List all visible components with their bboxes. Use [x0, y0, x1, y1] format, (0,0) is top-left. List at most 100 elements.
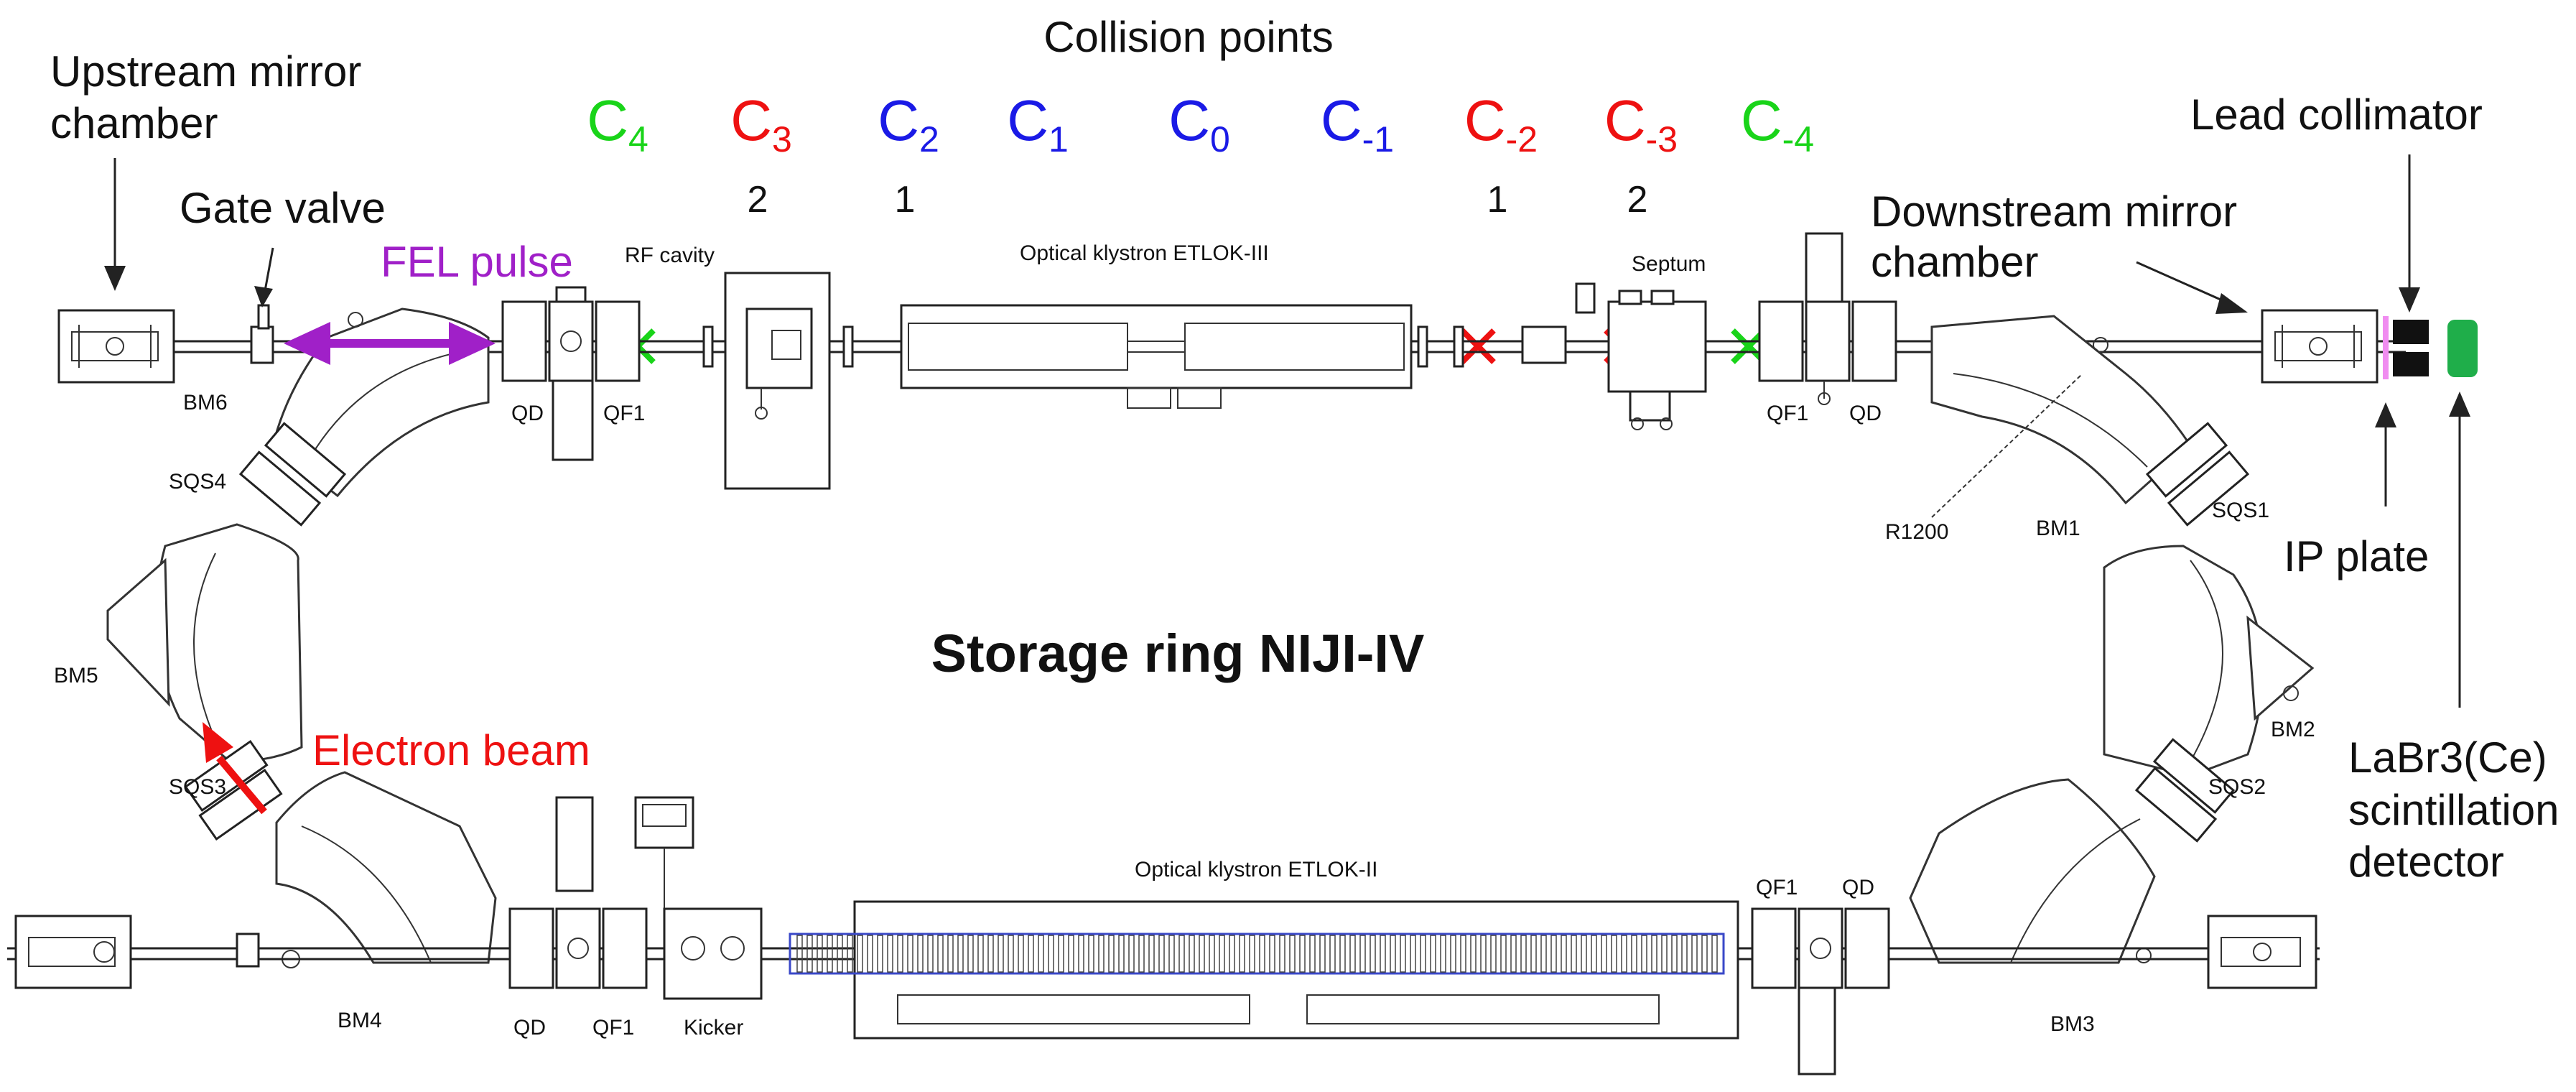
collision-point-label-6: C-2	[1464, 88, 1538, 159]
collision-point-base: C	[878, 88, 919, 152]
qf1-bottom-left-label: QF1	[592, 1016, 634, 1040]
gate-valve	[250, 304, 274, 364]
detector-label-2: scintillation	[2348, 786, 2559, 834]
sqs4-magnet	[238, 422, 347, 527]
septum-label: Septum	[1632, 252, 1706, 276]
fel-pulse-arrow	[284, 322, 496, 365]
optical-klystron-etlok-iii	[900, 304, 1413, 409]
sqs3-magnet	[184, 739, 283, 841]
sqs3-label: SQS3	[169, 775, 226, 799]
qf1-top-left-label: QF1	[603, 402, 645, 425]
collision-point-base: C	[1007, 88, 1048, 152]
electron-beam-label: Electron beam	[312, 726, 590, 774]
collision-point-subscript: 1	[1048, 119, 1069, 159]
collision-point-base: C	[1168, 88, 1210, 152]
flange-1	[702, 325, 714, 368]
collision-point-label-8: C-4	[1741, 88, 1814, 159]
collision-point-subscript: -1	[1362, 119, 1394, 159]
upstream-mirror-arrow	[104, 158, 126, 291]
ip-plate-arrow	[2375, 402, 2396, 506]
detector-label-1: LaBr3(Ce)	[2348, 734, 2547, 782]
bm5-label: BM5	[54, 664, 98, 688]
qf1-bottom-right-label: QF1	[1756, 876, 1798, 899]
collision-point-base: C	[1604, 88, 1646, 152]
collision-point-label-1: C3	[730, 88, 792, 159]
qd-top-right-label: QD	[1849, 402, 1882, 425]
bm4-magnet	[275, 771, 497, 968]
flange-4	[1453, 325, 1464, 368]
r1200-leader	[1931, 373, 2083, 518]
bm2-magnet	[2103, 545, 2315, 777]
collision-point-number-6: 1	[1487, 179, 1508, 221]
qd-bottom-left-label: QD	[513, 1016, 546, 1040]
lead-collimator-upper	[2393, 320, 2429, 344]
collision-point-number-1: 2	[748, 179, 768, 221]
collision-point-base: C	[1464, 88, 1506, 152]
optical-klystron-etlok-iii-label: Optical klystron ETLOK-III	[1020, 241, 1269, 265]
downstream-mirror-chamber	[2261, 309, 2379, 384]
quad-qd-qf1-top-left	[501, 286, 641, 461]
kicker	[634, 796, 763, 1000]
sqs1-magnet	[2145, 422, 2250, 527]
downstream-mirror-arrow	[2136, 261, 2248, 314]
rf-cavity-label: RF cavity	[625, 244, 715, 267]
detector-arrow	[2449, 392, 2470, 708]
bottom-left-valve	[236, 933, 260, 968]
collision-point-label-2: C2	[878, 88, 939, 159]
collision-marker-6	[1460, 328, 1496, 364]
kicker-label: Kicker	[684, 1016, 743, 1040]
r1200-label: R1200	[1885, 520, 1948, 544]
optical-klystron-etlok-ii-label: Optical klystron ETLOK-II	[1135, 858, 1377, 882]
collision-point-subscript: 2	[919, 119, 939, 159]
electron-beam-arrow	[203, 722, 267, 815]
labr3-detector	[2447, 320, 2478, 377]
collision-point-base: C	[730, 88, 772, 152]
bm3-magnet	[1909, 778, 2156, 964]
bm2-label: BM2	[2271, 718, 2315, 741]
bm1-label: BM1	[2036, 517, 2080, 540]
collision-points-heading: Collision points	[1043, 13, 1334, 61]
collision-point-base: C	[587, 88, 628, 152]
fel-pulse-label: FEL pulse	[381, 238, 573, 286]
qd-top-left-label: QD	[511, 402, 544, 425]
flange-2	[842, 325, 854, 368]
bm3-label: BM3	[2050, 1012, 2095, 1036]
bm5-magnet	[106, 523, 303, 763]
quad-qd-qf1-bottom-left	[508, 796, 648, 989]
bottom-right-chamber	[2207, 915, 2317, 989]
sqs1-label: SQS1	[2212, 499, 2269, 522]
storage-ring-title: Storage ring NIJI-IV	[931, 624, 1425, 683]
collision-point-number-2: 1	[895, 179, 916, 221]
flange-5	[1521, 325, 1567, 364]
downstream-mirror-label-2: chamber	[1871, 238, 2038, 286]
sqs4-label: SQS4	[169, 470, 226, 494]
bm1-magnet	[1930, 315, 2192, 505]
flange-3	[1417, 325, 1428, 368]
upstream-mirror-label-1: Upstream mirror	[50, 47, 361, 96]
gate-valve-label: Gate valve	[180, 184, 386, 232]
collision-point-base: C	[1321, 88, 1362, 152]
collision-point-subscript: -3	[1646, 119, 1678, 159]
collision-point-label-5: C-1	[1321, 88, 1394, 159]
collision-point-subscript: -2	[1506, 119, 1538, 159]
lead-collimator-label: Lead collimator	[2190, 91, 2483, 139]
lead-collimator-arrow	[2399, 154, 2420, 313]
collision-point-subscript: 4	[628, 119, 648, 159]
sqs2-label: SQS2	[2208, 775, 2266, 799]
collision-point-subscript: 0	[1210, 119, 1230, 159]
lead-collimator-lower	[2393, 352, 2429, 376]
collision-point-base: C	[1741, 88, 1782, 152]
sqs2-magnet	[2134, 738, 2236, 843]
collision-point-label-7: C-3	[1604, 88, 1678, 159]
collision-point-label-0: C4	[587, 88, 648, 159]
collision-point-subscript: -4	[1782, 119, 1814, 159]
bm4-label: BM4	[338, 1009, 382, 1032]
downstream-mirror-label-1: Downstream mirror	[1871, 188, 2237, 236]
upstream-mirror-chamber	[57, 309, 175, 384]
quad-qf1-qd-bottom-right	[1751, 907, 1890, 1075]
bottom-left-chamber	[14, 915, 132, 989]
gate-valve-arrow	[254, 247, 274, 307]
upstream-mirror-label-2: chamber	[50, 99, 218, 147]
